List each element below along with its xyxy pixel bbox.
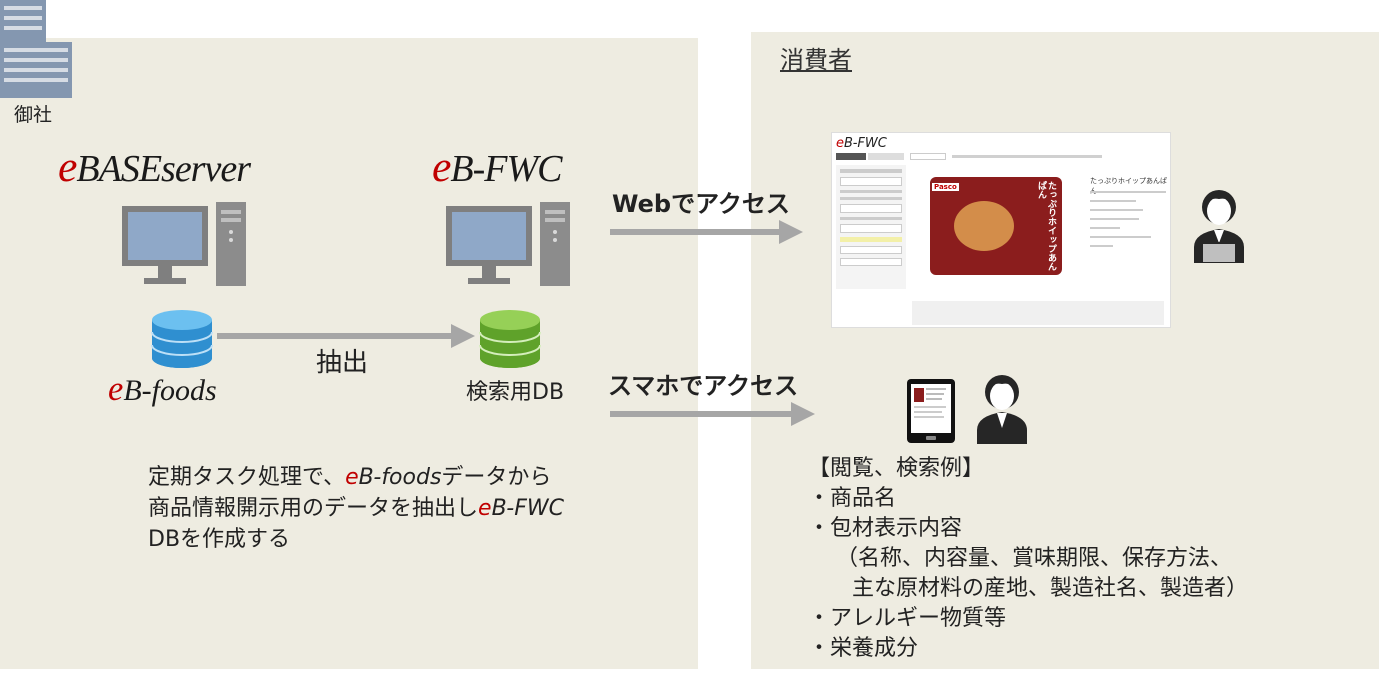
web-screenshot: eB-FWC Pasco たっぷりホイップあんぱん たっぷりホイップあんぱん (831, 132, 1171, 328)
smartphone-access-label: スマホでアクセス (608, 372, 799, 400)
consumer-label: 消費者 (780, 46, 852, 74)
browse-item-package-detail-1: （名称、内容量、賞味期限、保存方法、 (836, 546, 1233, 571)
ebase-server-logo: eBASEserver (58, 142, 251, 192)
screenshot-sidebar (836, 165, 906, 289)
search-database-icon (479, 310, 541, 368)
screenshot-tab-1 (836, 153, 866, 160)
smartphone-icon (907, 379, 955, 443)
browse-item-package-detail-2: 主な原材料の産地、製造社名、製造者） (852, 576, 1249, 601)
browse-item-package-display: ・包材表示内容 (808, 516, 963, 541)
person-laptop-icon (1194, 190, 1244, 263)
fwc-computer-icon (446, 202, 570, 286)
screenshot-logo-e: e (836, 136, 844, 151)
web-access-label: Webでアクセス (612, 190, 790, 218)
screenshot-tab-2 (868, 153, 904, 160)
desc-line2-e: e (478, 496, 492, 521)
screenshot-breadcrumb (952, 155, 1102, 158)
screenshot-detail-lines (1090, 191, 1166, 247)
desc-line3: DBを作成する (148, 527, 291, 552)
eb-foods-logo: eB-foods (108, 370, 217, 409)
search-db-label: 検索用DB (466, 380, 565, 405)
eb-fwc-logo: eB-FWC (432, 142, 562, 192)
person-icon (977, 375, 1027, 444)
process-description: 定期タスク処理で、eB-foodsデータから 商品情報開示用のデータを抽出しeB… (148, 462, 564, 555)
ebase-e: e (58, 143, 77, 191)
screenshot-tabs (836, 153, 1166, 160)
product-package-text: たっぷりホイップあんぱん (1036, 181, 1056, 271)
company-panel (0, 38, 698, 669)
product-brand-badge: Pasco (932, 183, 959, 191)
desc-line2-pre: 商品情報開示用のデータを抽出し (148, 496, 479, 521)
desc-line1-e: e (345, 465, 359, 490)
screenshot-logo-rest: B-FWC (844, 136, 887, 151)
ebfwc-name: B-FWC (450, 148, 562, 190)
building-icon (0, 0, 72, 98)
browse-item-allergens: ・アレルギー物質等 (808, 606, 1007, 631)
ebfwc-e: e (432, 143, 451, 191)
ebfoods-name: B-foods (123, 374, 217, 407)
ebfoods-e: e (108, 370, 124, 408)
screenshot-footer (912, 301, 1164, 325)
product-image: Pasco たっぷりホイップあんぱん (930, 177, 1062, 275)
screenshot-tab-3 (910, 153, 946, 160)
product-bread (954, 201, 1014, 251)
browse-list-title: 【閲覧、検索例】 (808, 456, 985, 481)
browse-search-examples: 【閲覧、検索例】 ・商品名 ・包材表示内容 （名称、内容量、賞味期限、保存方法、… (808, 454, 1248, 664)
ebase-name: BASEserver (76, 148, 251, 190)
browse-item-nutrition: ・栄養成分 (808, 636, 919, 661)
desc-line1-post: データから (441, 465, 552, 490)
company-label: 御社 (14, 104, 53, 126)
eb-foods-database-icon (151, 310, 213, 368)
browse-item-product-name: ・商品名 (808, 486, 897, 511)
desc-line1-pre: 定期タスク処理で、 (148, 465, 346, 490)
server-computer-icon (122, 202, 246, 286)
desc-line2-brand: B-FWC (491, 496, 564, 521)
screenshot-logo: eB-FWC (836, 135, 887, 151)
extract-label: 抽出 (316, 348, 369, 378)
desc-line1-brand: B-foods (358, 465, 442, 490)
